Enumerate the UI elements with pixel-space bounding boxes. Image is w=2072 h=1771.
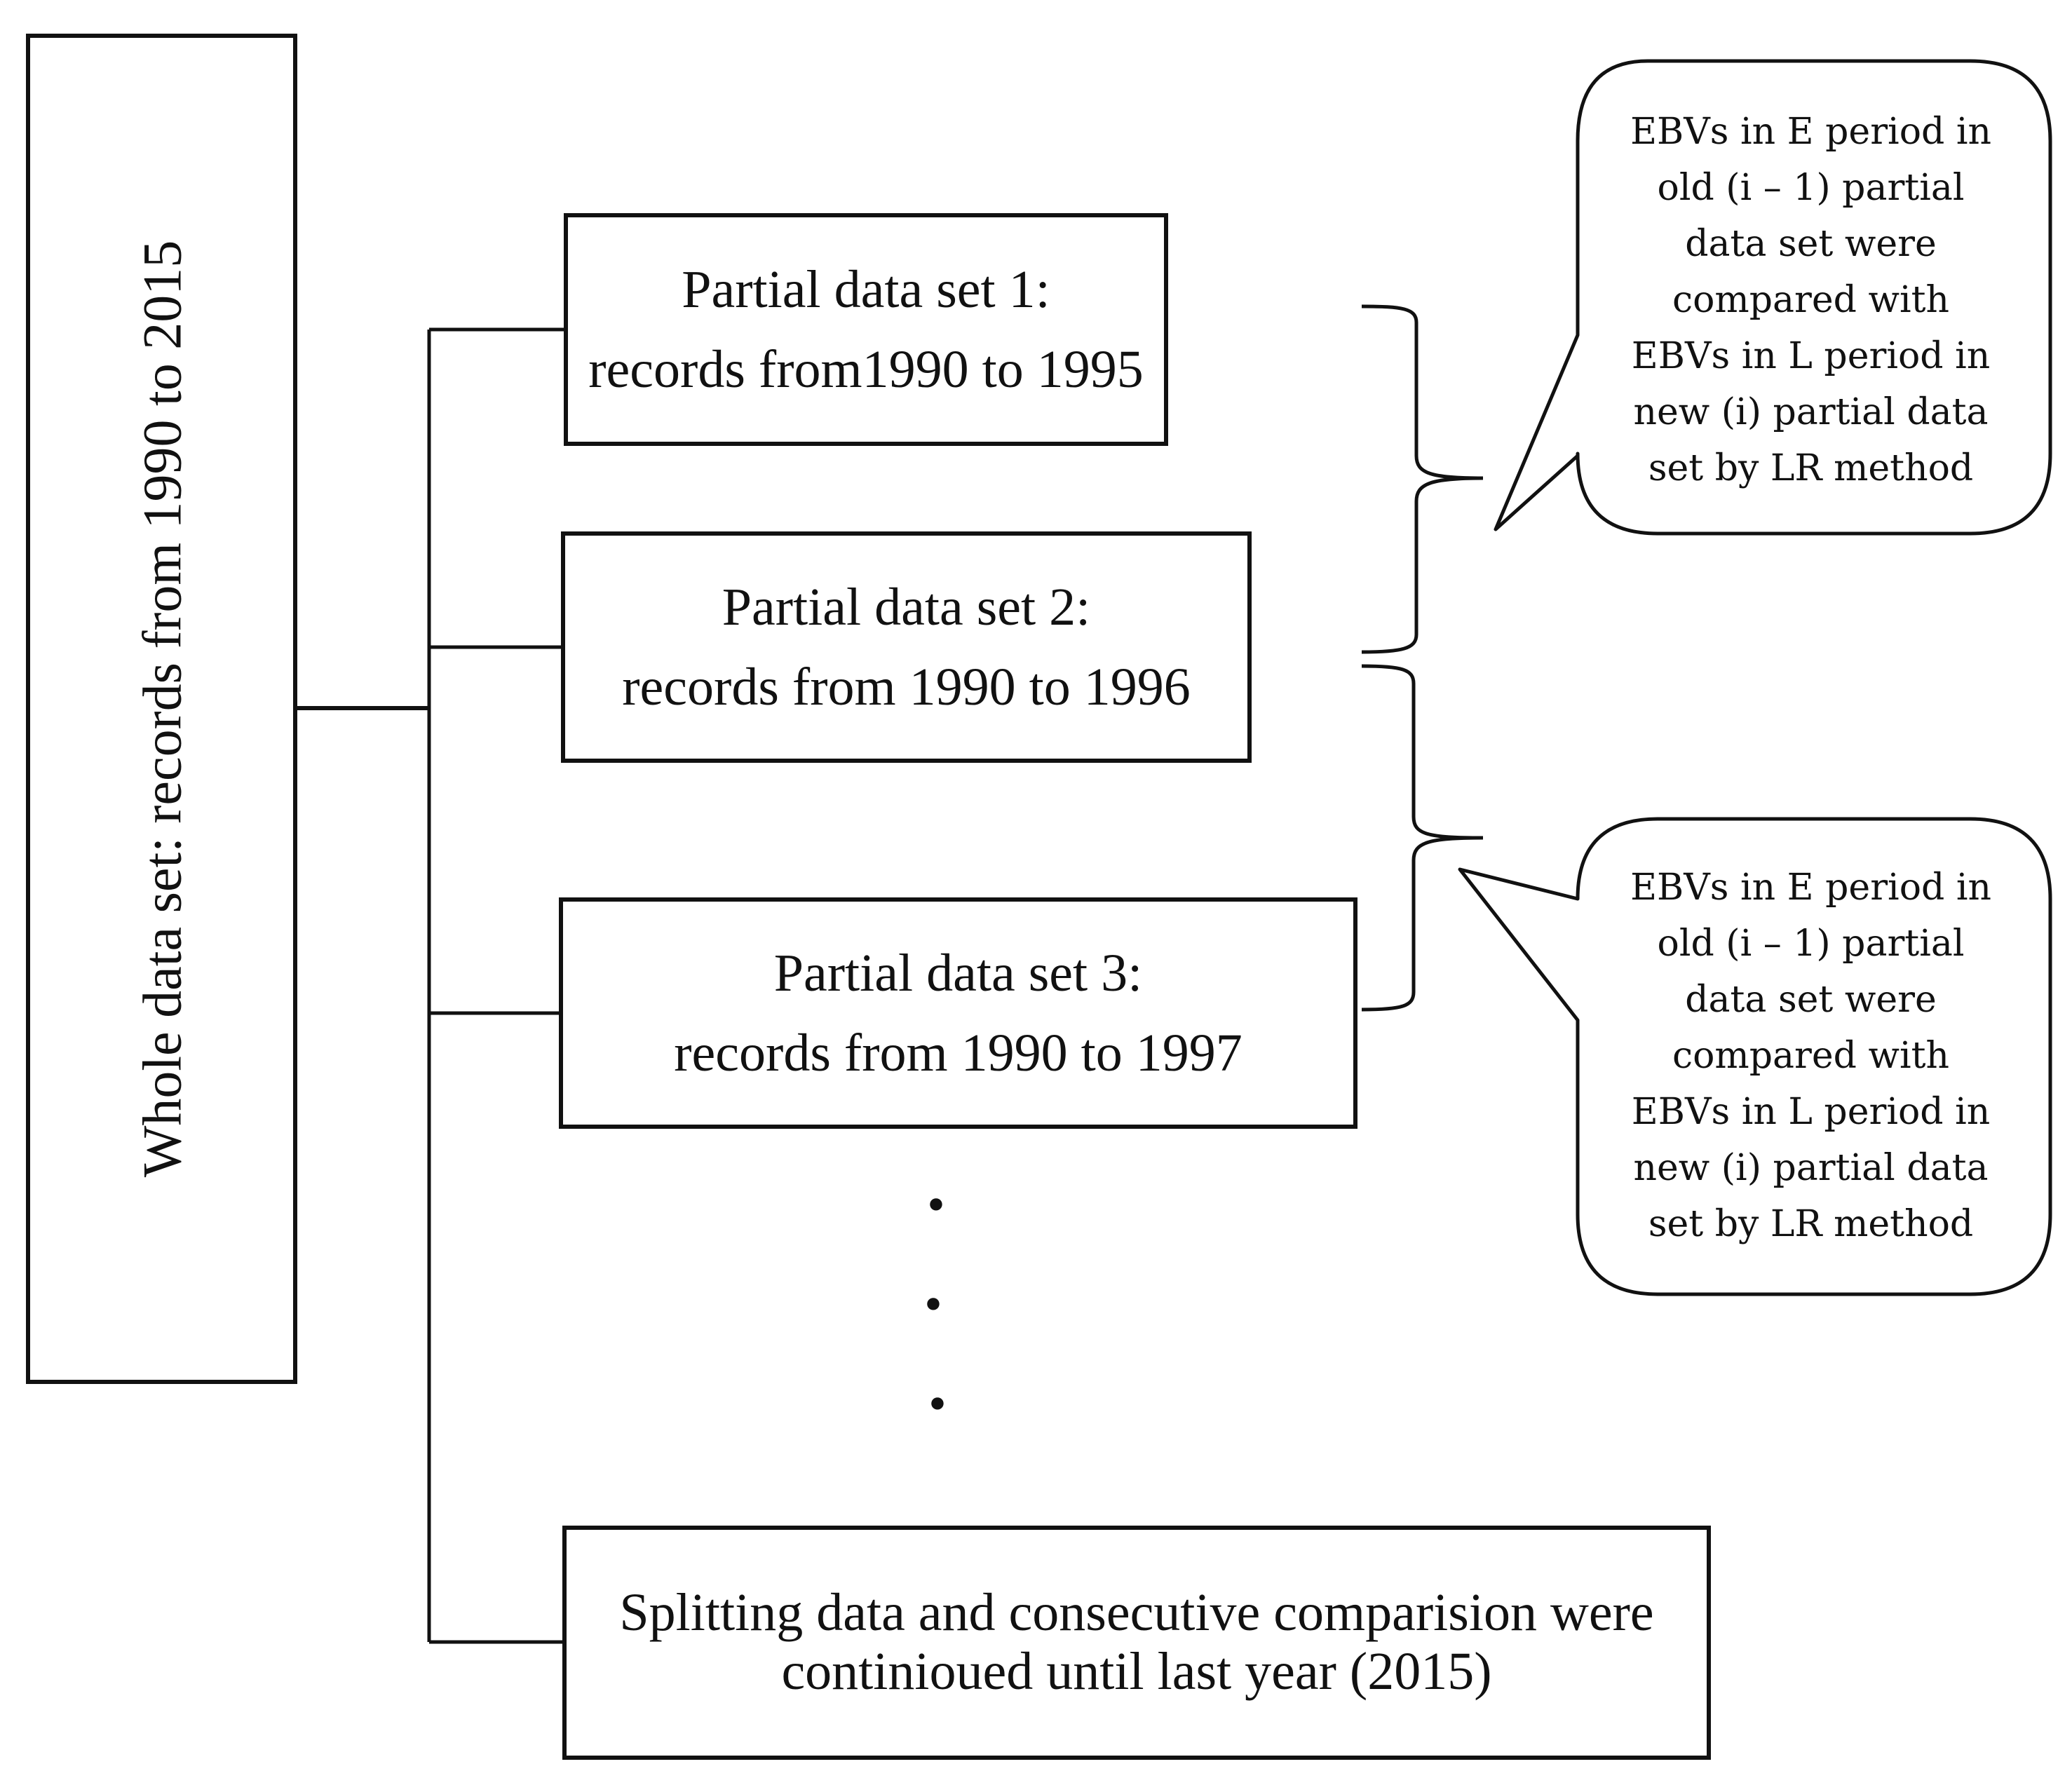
partial-data-set-3-range: records from 1990 to 1997 — [674, 1024, 1242, 1083]
callout-2-line: old (i – 1) partial — [1657, 923, 1965, 965]
brace-lower — [1361, 664, 1484, 1012]
callout-2-line: EBVs in L period in — [1631, 1091, 1991, 1133]
final-step-line-1: Splitting data and consecutive comparisi… — [619, 1583, 1654, 1643]
brace-upper — [1361, 304, 1484, 654]
whole-data-set-box: Whole data set: records from 1990 to 201… — [26, 34, 297, 1384]
partial-data-set-1-box: Partial data set 1: records from1990 to … — [564, 213, 1168, 446]
callout-1-line: data set were — [1685, 223, 1937, 265]
partial-data-set-1-title: Partial data set 1: — [682, 260, 1050, 319]
partial-data-set-3-box: Partial data set 3: records from 1990 to… — [559, 897, 1357, 1129]
ellipsis-dot-1: • — [923, 1181, 949, 1230]
partial-data-set-2-title: Partial data set 2: — [722, 578, 1091, 637]
callout-2-line: compared with — [1672, 1035, 1949, 1077]
callout-1-line: set by LR method — [1648, 447, 1974, 489]
callout-1-line: EBVs in L period in — [1631, 335, 1991, 377]
final-step-line-2: continioued until last year (2015) — [781, 1642, 1492, 1701]
callout-1-text: EBVs in E period in old (i – 1) partial … — [1578, 104, 2044, 496]
callout-1-line: new (i) partial data — [1633, 391, 1989, 433]
callout-bubble-1 — [1494, 59, 2052, 536]
callout-2-line: set by LR method — [1648, 1203, 1974, 1245]
callout-1-line: old (i – 1) partial — [1657, 167, 1965, 209]
callout-1-line: compared with — [1672, 279, 1949, 321]
partial-data-set-1-range: records from1990 to 1995 — [588, 340, 1144, 399]
whole-data-set-label: Whole data set: records from 1990 to 201… — [131, 240, 192, 1178]
callout-2-text: EBVs in E period in old (i – 1) partial … — [1578, 860, 2044, 1252]
partial-data-set-2-box: Partial data set 2: records from 1990 to… — [561, 531, 1252, 763]
callout-2-line: data set were — [1685, 979, 1937, 1021]
callout-2-line: new (i) partial data — [1633, 1147, 1989, 1189]
final-step-box: Splitting data and consecutive comparisi… — [562, 1526, 1711, 1760]
ellipsis-dot-3: • — [925, 1380, 950, 1430]
callout-1-line: EBVs in E period in — [1630, 111, 1991, 153]
callout-bubble-2 — [1458, 817, 2052, 1296]
callout-2-line: EBVs in E period in — [1630, 867, 1991, 909]
ellipsis-dot-2: • — [921, 1281, 946, 1330]
partial-data-set-2-range: records from 1990 to 1996 — [622, 658, 1191, 717]
partial-data-set-3-title: Partial data set 3: — [773, 944, 1143, 1003]
